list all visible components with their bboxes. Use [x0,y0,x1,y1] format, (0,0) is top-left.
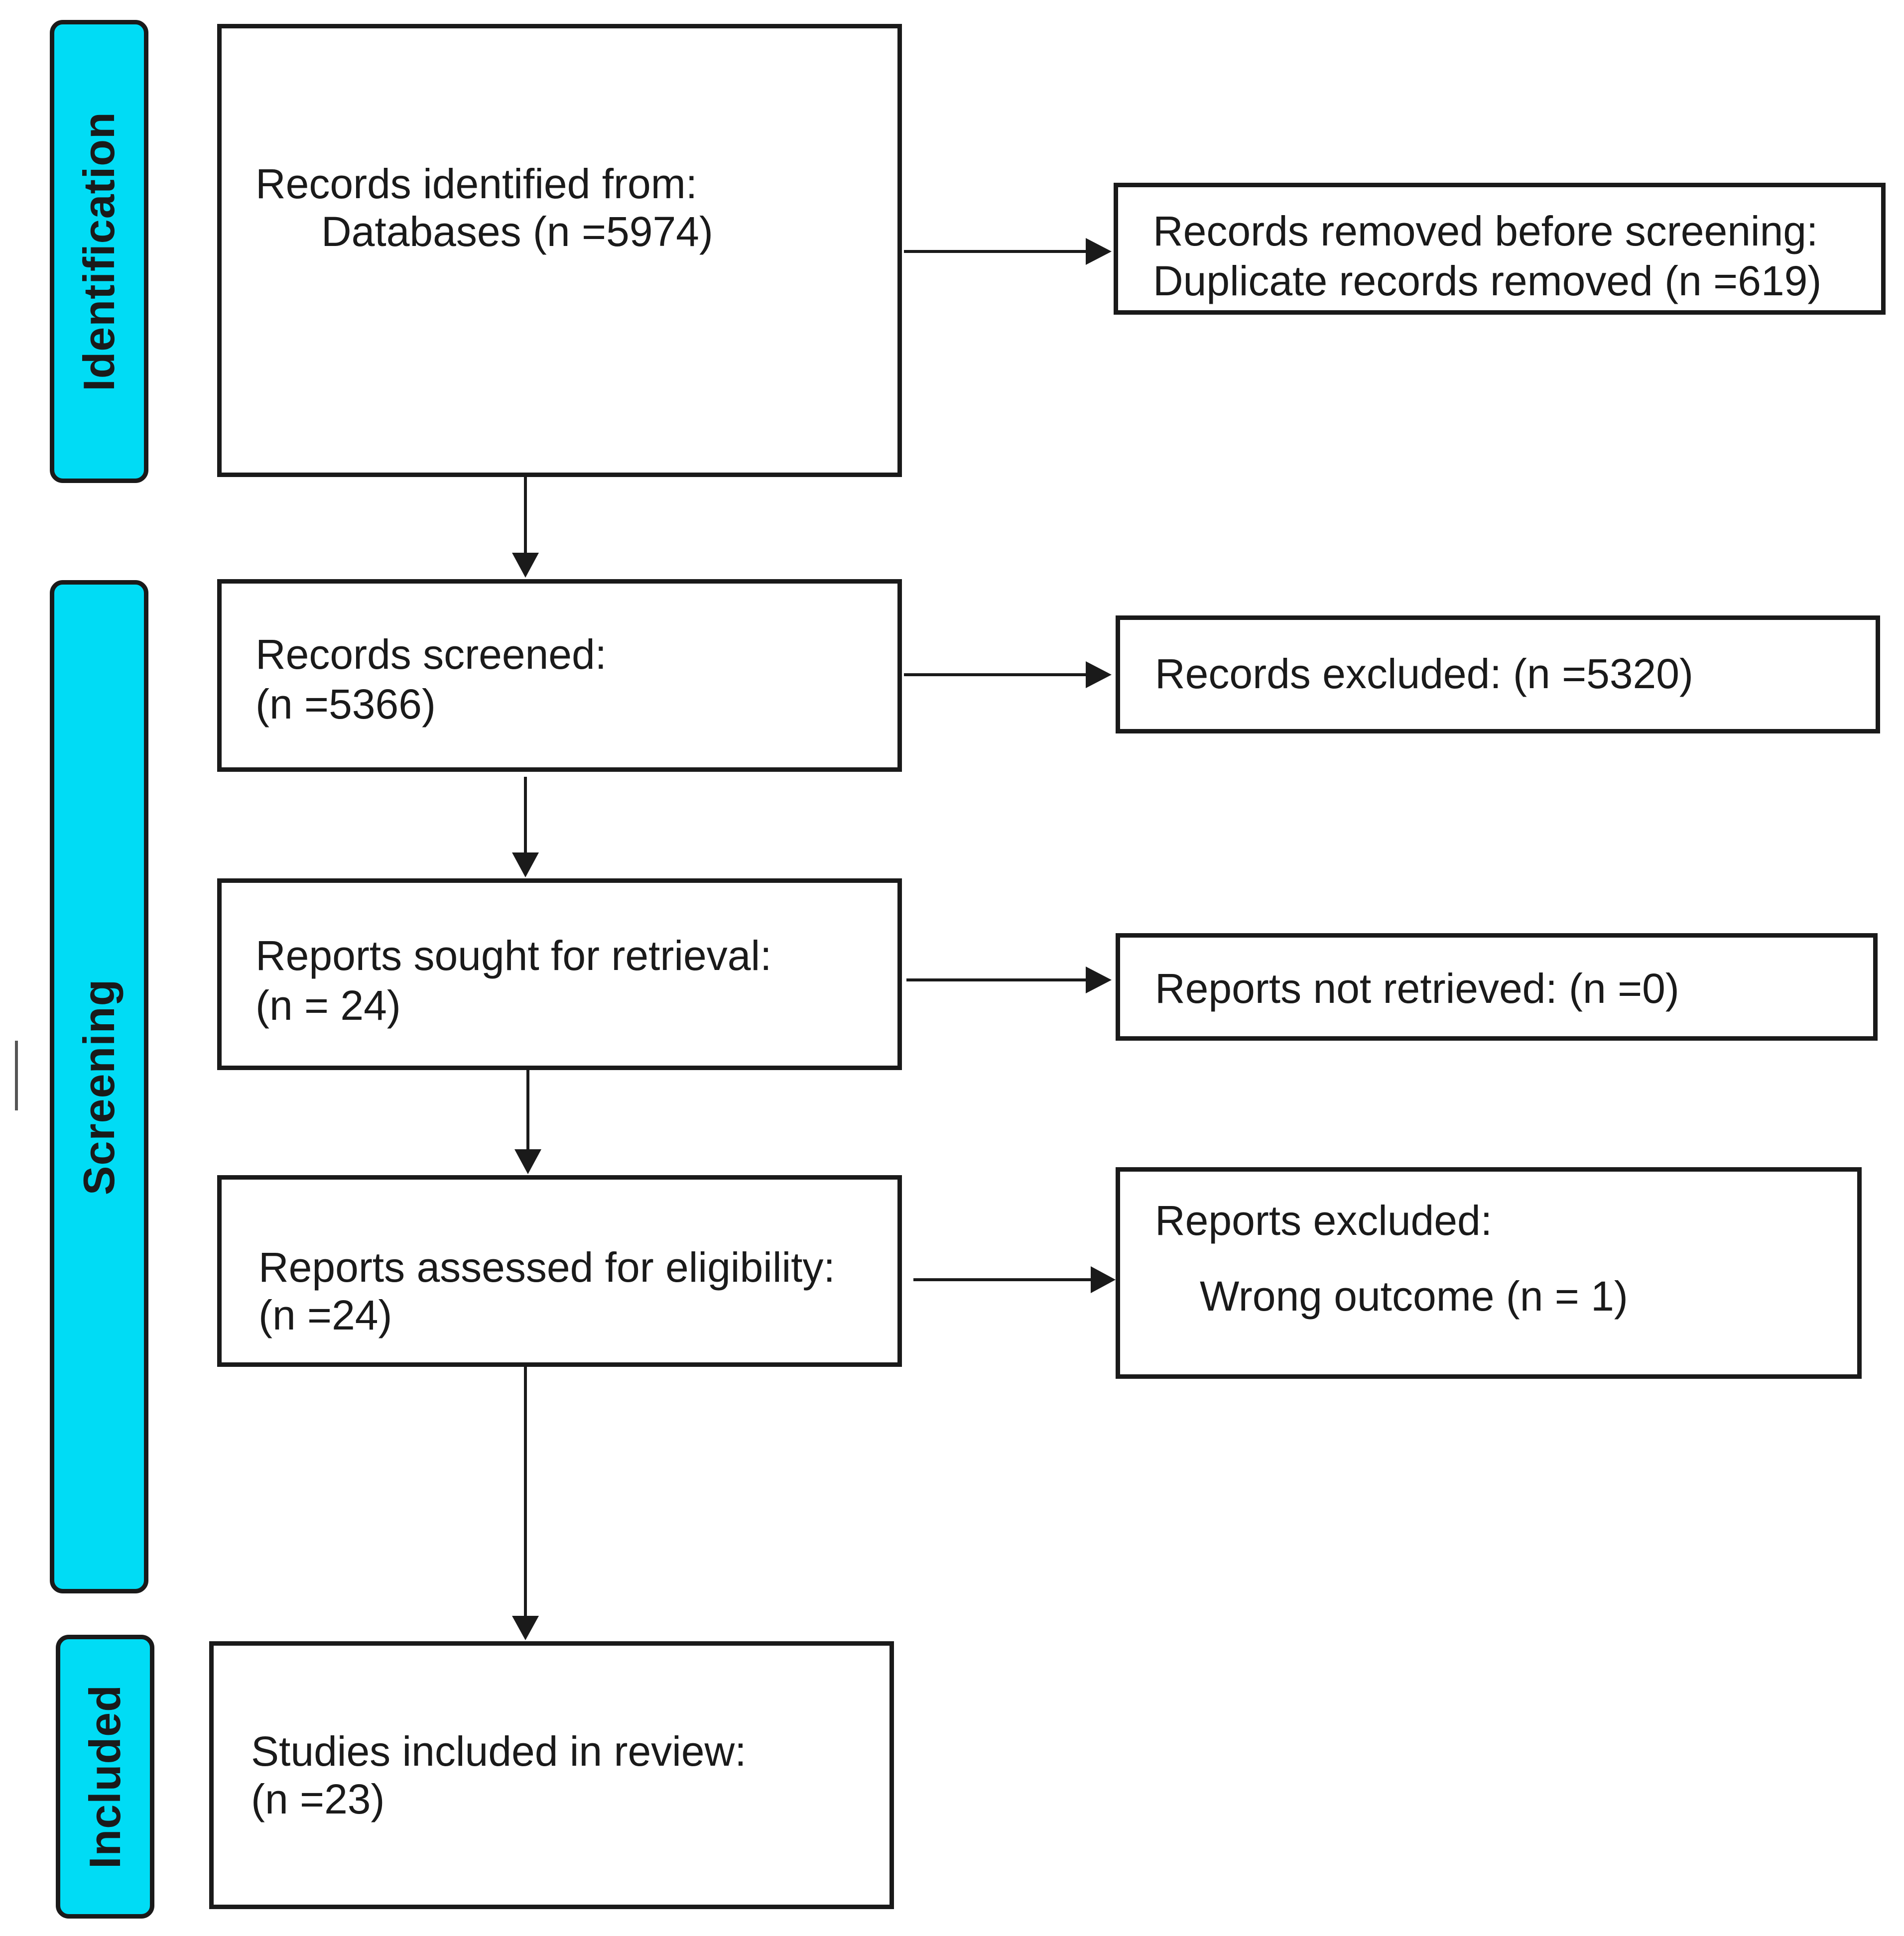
records-removed-heading: Records removed before screening: [1153,208,1818,254]
reports-excluded-wrong-outcome: Wrong outcome (n = 1) [1200,1273,1628,1320]
phase-included: Included [56,1635,154,1919]
reports-sought-heading: Reports sought for retrieval: [255,932,772,979]
phase-screening: Screening [50,580,148,1593]
box-reports-assessed: Reports assessed for eligibility: (n =24… [217,1175,902,1367]
reports-assessed-count: (n =24) [258,1292,392,1338]
box-records-screened: Records screened: (n =5366) [217,579,902,772]
arrowhead-down-3 [514,1149,541,1174]
arrowhead-right-1 [1086,238,1112,265]
records-screened-count: (n =5366) [255,681,436,727]
reports-excluded-heading: Reports excluded: [1155,1197,1493,1244]
arrowhead-right-2 [1086,661,1112,688]
arrowhead-right-4 [1091,1266,1116,1293]
box-records-removed: Records removed before screening: Duplic… [1114,183,1886,315]
records-removed-duplicates: Duplicate records removed (n =619) [1153,257,1822,304]
reports-assessed-heading: Reports assessed for eligibility: [258,1244,835,1291]
phase-identification: Identification [50,20,148,483]
records-identified-heading: Records identified from: [255,160,698,207]
box-studies-included: Studies included in review: (n =23) [209,1641,894,1909]
box-reports-sought: Reports sought for retrieval: (n = 24) [217,878,902,1070]
records-screened-heading: Records screened: [255,631,607,678]
box-reports-not-retrieved: Reports not retrieved: (n =0) [1116,933,1878,1041]
box-records-identified: Records identified from: Databases (n =5… [217,24,902,477]
arrowhead-down-4 [512,1616,539,1640]
box-records-excluded: Records excluded: (n =5320) [1116,615,1880,733]
records-excluded-text: Records excluded: (n =5320) [1155,650,1693,697]
arrowhead-right-3 [1086,967,1112,993]
records-identified-databases: Databases (n =5974) [321,208,713,255]
arrowhead-down-1 [512,553,539,578]
reports-sought-count: (n = 24) [255,982,401,1029]
studies-included-heading: Studies included in review: [251,1728,747,1775]
reports-not-retrieved-text: Reports not retrieved: (n =0) [1155,965,1679,1012]
margin-mark [15,1041,18,1110]
arrowhead-down-2 [512,852,539,877]
studies-included-count: (n =23) [251,1776,385,1822]
box-reports-excluded: Reports excluded: Wrong outcome (n = 1) [1116,1167,1862,1379]
